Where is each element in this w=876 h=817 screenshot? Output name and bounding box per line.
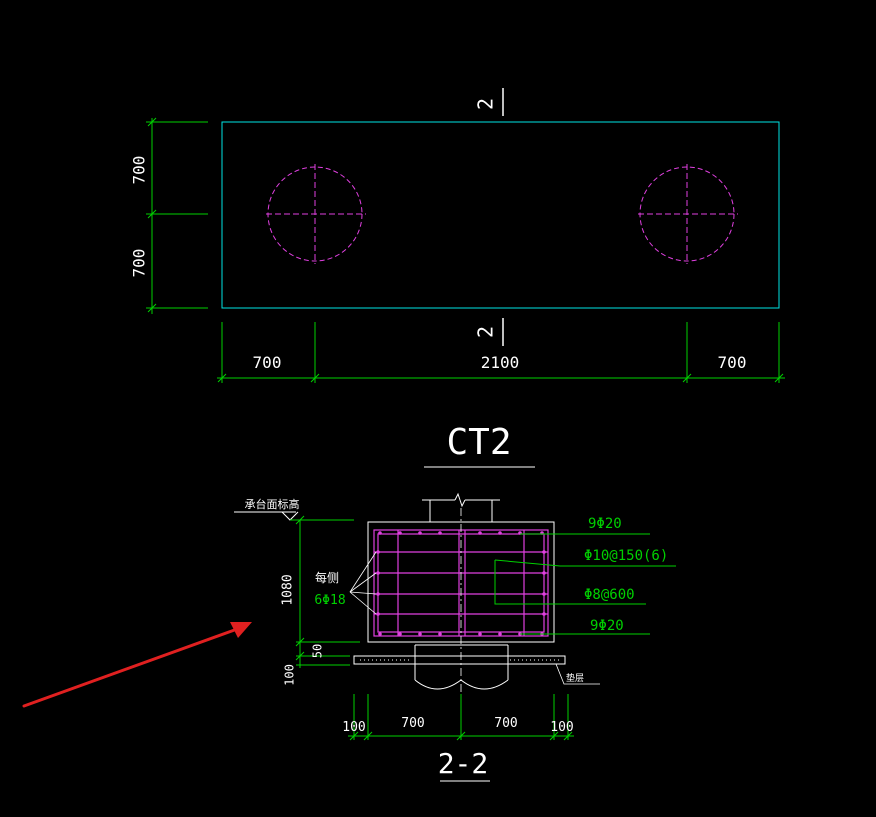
section-cut-bottom: 2	[474, 318, 504, 346]
dim-b-mid-left: 700	[401, 716, 424, 731]
elevation-label: 承台面标高	[245, 497, 300, 511]
section-view: 承台面标高 1080 50 100 每侧 6Φ18	[234, 492, 676, 782]
cushion-leader	[555, 663, 600, 685]
rebar-bottom-label: 9Φ20	[590, 618, 624, 634]
dim-b-mid-right: 700	[494, 716, 517, 731]
rebar-leaders-right	[494, 533, 676, 635]
section-cut-top: 2	[474, 88, 504, 116]
side-bars-leaders	[349, 551, 377, 615]
plan-title: CT2	[446, 422, 511, 463]
pile-right	[638, 164, 738, 264]
dim-b-right: 100	[550, 720, 573, 735]
plan-dim-bottom	[217, 322, 785, 383]
pile-left	[266, 164, 366, 264]
section-mark-bottom: 2	[474, 326, 498, 338]
section-dim-left	[295, 515, 360, 668]
column-stub	[422, 492, 500, 522]
section-mark-top: 2	[474, 98, 498, 110]
elevation-marker	[234, 511, 354, 521]
section-dim-bottom	[348, 694, 574, 741]
height-cover: 50	[311, 644, 325, 658]
section-pile	[414, 644, 509, 690]
dim-left-upper: 700	[130, 156, 149, 185]
dim-b-left: 100	[342, 720, 365, 735]
rebar-stirrup-label: Φ10@150(6)	[584, 548, 668, 564]
dim-left-lower: 700	[130, 249, 149, 278]
plan-dim-left	[146, 117, 208, 314]
dim-bottom-left: 700	[253, 353, 282, 372]
height-bottom: 100	[283, 664, 297, 686]
dim-bottom-right: 700	[718, 353, 747, 372]
side-bars-label-1: 每侧	[315, 570, 339, 585]
rebar-dots	[376, 531, 546, 636]
height-total: 1080	[281, 574, 296, 605]
rebar-tie-label: Φ8@600	[584, 587, 635, 603]
dim-bottom-mid: 2100	[481, 353, 520, 372]
red-arrow-annotation	[22, 622, 252, 708]
pile-cap-outline	[221, 121, 780, 309]
plan-view: 2 2 700 700 700	[130, 88, 785, 468]
section-title: 2-2	[438, 747, 489, 780]
cushion-label: 垫层	[566, 672, 584, 684]
cushion-layer	[353, 655, 566, 665]
side-bars-label-2: 6Φ18	[314, 593, 345, 608]
rebar-top-label: 9Φ20	[588, 516, 622, 532]
